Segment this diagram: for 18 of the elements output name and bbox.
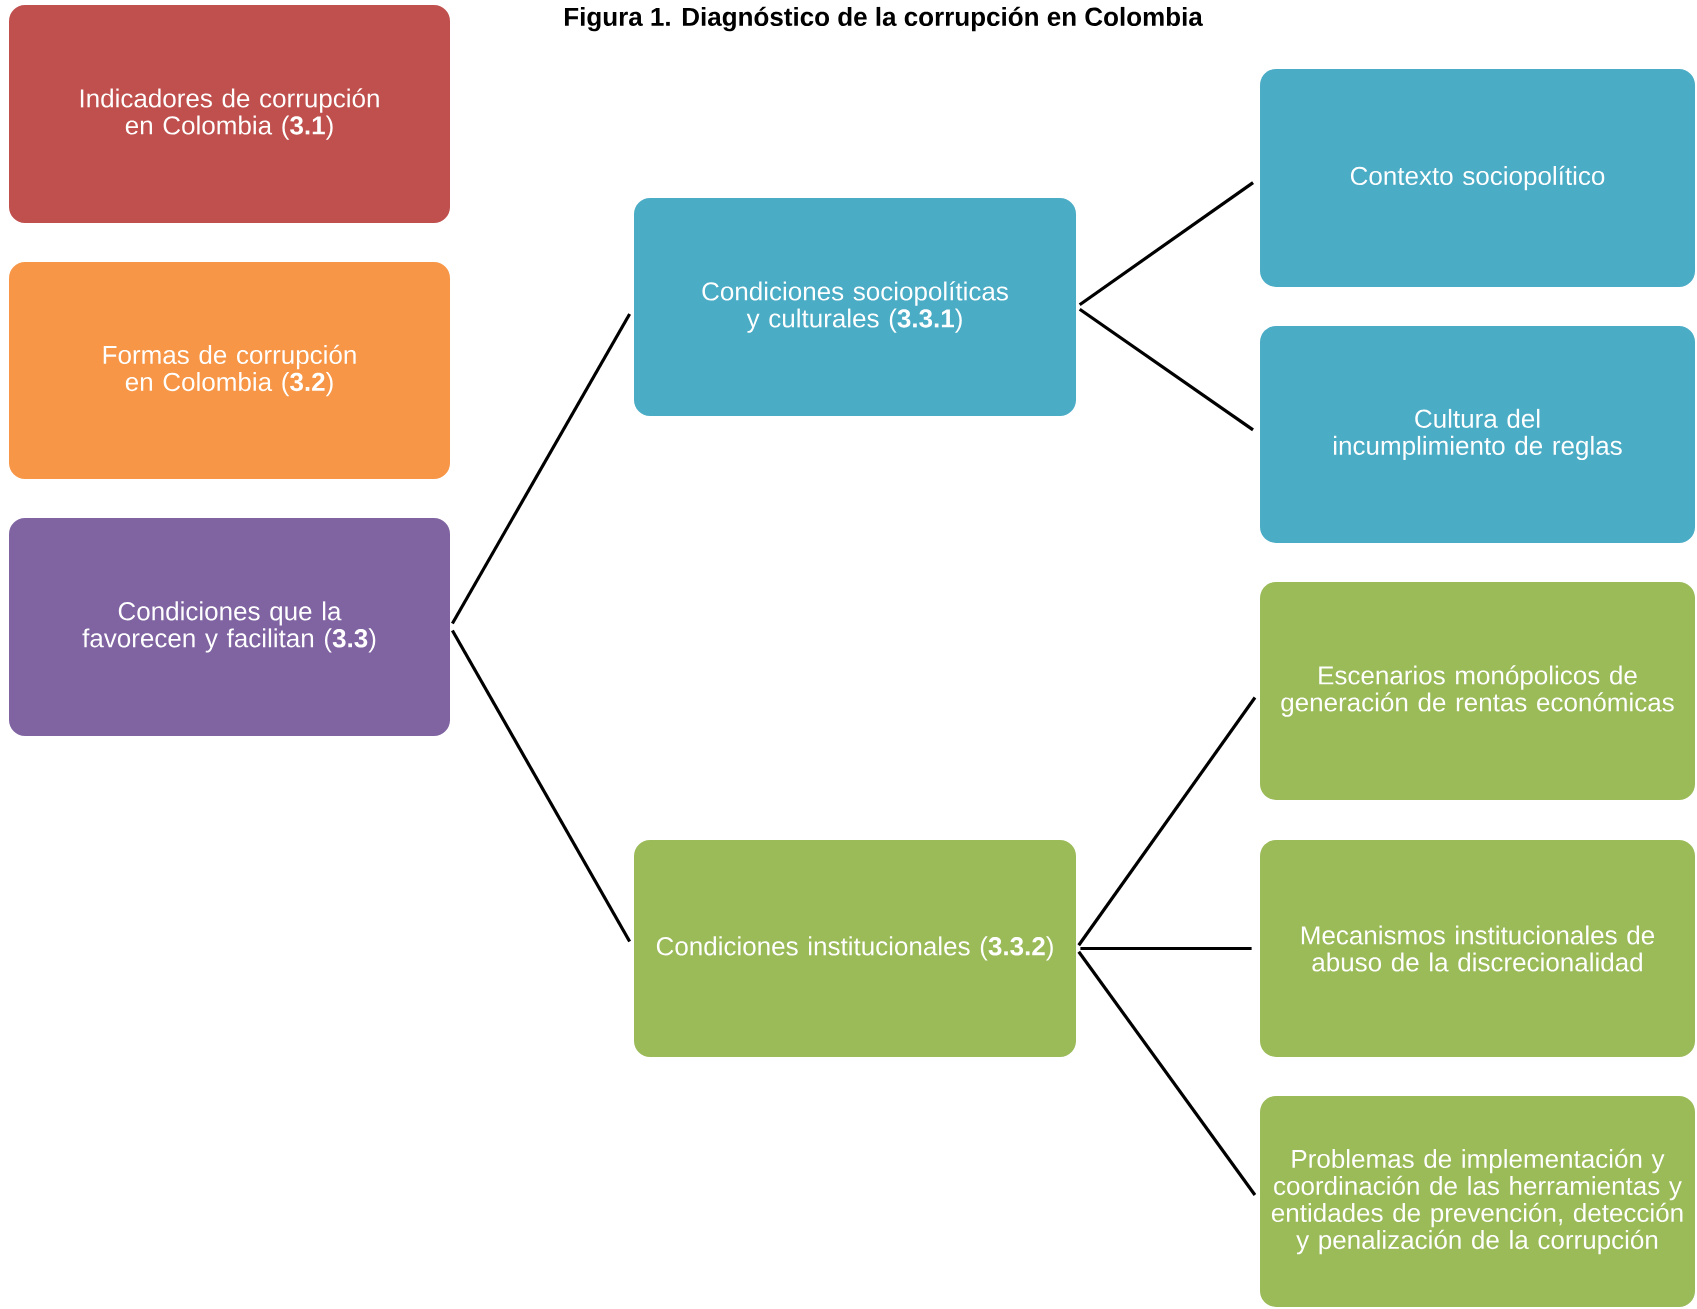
connector-line [1078, 181, 1254, 306]
process-box: Contexto sociopolítico [1260, 69, 1695, 287]
connector-line [1078, 307, 1254, 432]
connector-line [451, 313, 631, 625]
connector-line [1077, 950, 1257, 1196]
connector-line [451, 629, 632, 943]
process-box: Mecanismos institucionales de abuso de la discrecionalidad [1260, 840, 1695, 1057]
process-box: Cultura del incumplimiento de reglas [1260, 326, 1695, 543]
process-box: Escenarios monópolicos de generación de rentas económicas [1260, 582, 1695, 800]
process-box: Formas de corrupción en Colombia (3.2) [9, 262, 450, 479]
process-box: Problemas de implementación y coordinación de las herramientas y entidades de prevención, detección y penalización de la corrupción [1260, 1096, 1695, 1307]
process-box: Indicadores de corrupción en Colombia (3.1) [9, 5, 450, 223]
connector-line [1080, 946, 1252, 951]
process-box: Condiciones institucionales (3.3.2) [634, 840, 1076, 1057]
process-box: Condiciones que la favorecen y facilitan (3.3) [9, 518, 450, 736]
process-box: Condiciones sociopolíticas y culturales (3.3.1) [634, 198, 1076, 416]
connector-line [1077, 696, 1257, 947]
figure-title: Figura 1. Diagnóstico de la corrupción en Colombia [565, 6, 1203, 32]
